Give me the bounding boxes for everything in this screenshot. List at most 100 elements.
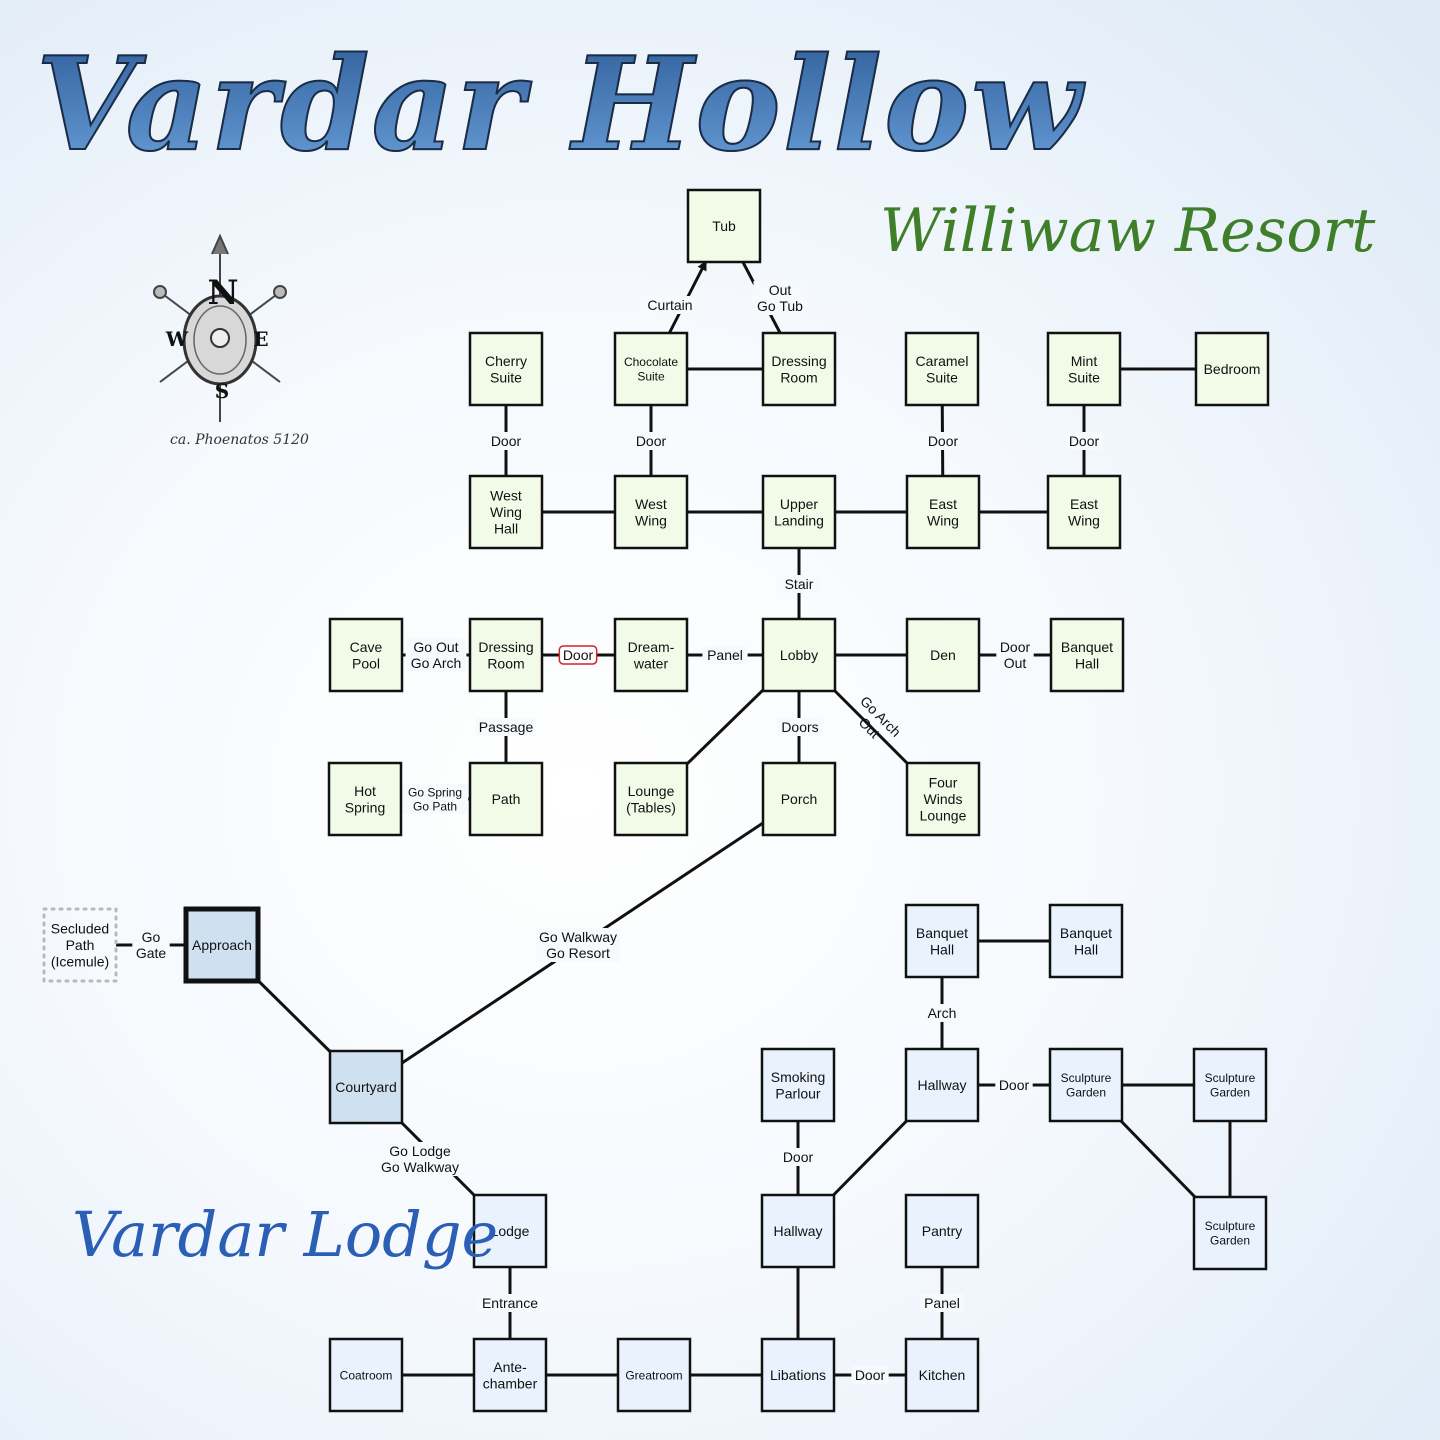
connection-label-background [405, 638, 467, 672]
connection-label-background [1065, 432, 1103, 450]
connection-label-background [777, 718, 823, 736]
room-label: (Icemule) [51, 954, 109, 970]
connection-label: Door [632, 432, 670, 450]
room-label: Coatroom [340, 1368, 393, 1382]
room-box [1048, 903, 1124, 979]
connection-label-text: Door [855, 1367, 886, 1383]
room-label: West [635, 496, 667, 512]
room-label: Kitchen [919, 1367, 966, 1383]
room-label: Greatroom [625, 1368, 682, 1382]
room-label: (Tables) [626, 799, 676, 815]
connection-label: Door [995, 1076, 1033, 1094]
connection-label: Door [924, 432, 962, 450]
room-pantry: Pantry [904, 1193, 980, 1269]
room-label: Garden [1210, 1086, 1250, 1100]
connection-label: Panel [702, 646, 748, 664]
room-label: Sculpture [1205, 1071, 1256, 1085]
room-box [472, 1193, 548, 1269]
room-label: Sculpture [1061, 1071, 1112, 1085]
room-label: Banquet [1061, 639, 1113, 655]
room-box [328, 1049, 404, 1125]
room-lodge: Lodge [472, 1193, 548, 1269]
room-label: Room [780, 369, 817, 385]
room-box [616, 1337, 692, 1413]
connection-label-text: Gate [136, 945, 167, 961]
connection-label-text: Doors [781, 719, 818, 735]
room-porch: Porch [761, 761, 837, 837]
connection-label-text: Passage [479, 719, 534, 735]
room-label: Winds [924, 791, 963, 807]
room-label: chamber [483, 1375, 538, 1391]
connection-label-text: Door [999, 1077, 1030, 1093]
room-label: Hall [494, 521, 518, 537]
connection-label-text: Entrance [482, 1295, 538, 1311]
room-lobby: Lobby [761, 617, 837, 693]
connection-label-text: Door [783, 1149, 814, 1165]
room-box [905, 761, 981, 837]
room-label: Garden [1210, 1234, 1250, 1248]
room-label: Pantry [922, 1223, 962, 1239]
room-box [686, 188, 762, 264]
rooms-layer: TubCherrySuiteChocolateSuiteDressingRoom… [42, 188, 1270, 1413]
room-label: Lounge [628, 783, 675, 799]
map-title: Vardar Hollow [35, 29, 1084, 181]
room-label: Caramel [916, 353, 969, 369]
room-box [761, 474, 837, 550]
room-bedroom: Bedroom [1194, 331, 1270, 407]
connection-label-text: Go Spring [408, 785, 462, 799]
room-box [904, 1047, 980, 1123]
connection-label-background [475, 1294, 545, 1312]
connection-label-text: Curtain [647, 297, 692, 313]
room-box [613, 474, 689, 550]
room-box [905, 474, 981, 550]
room-label: Porch [781, 791, 818, 807]
room-box [328, 617, 404, 693]
room-coatroom: Coatroom [328, 1337, 404, 1413]
connection-label-text: Go Out [413, 639, 458, 655]
room-label: East [1070, 496, 1098, 512]
room-label: Path [492, 791, 521, 807]
connection-label-text: Out [769, 282, 792, 298]
connection-label-text: Go Arch [411, 655, 462, 671]
room-label: Banquet [916, 925, 968, 941]
connection-line [685, 688, 765, 766]
room-label: Tub [712, 218, 736, 234]
room-label: Dressing [771, 353, 826, 369]
room-box [468, 617, 544, 693]
room-box [904, 331, 980, 407]
room-label: Hallway [773, 1223, 822, 1239]
compass-caption: ca. Phoenatos 5120 [170, 432, 309, 448]
room-antechamber: Ante-chamber [472, 1337, 548, 1413]
room-label: Hall [1075, 655, 1099, 671]
compass-south-letter: S [215, 379, 229, 403]
connection-label-background [535, 928, 621, 962]
room-label: Suite [637, 370, 665, 384]
connection-label-background [702, 646, 748, 664]
connection-label: Door [558, 645, 598, 665]
room-label: water [633, 655, 669, 671]
room-box [1194, 331, 1270, 407]
connection-label-background [132, 928, 170, 962]
room-box [468, 331, 544, 407]
room-label: Secluded [51, 921, 109, 937]
room-box [613, 331, 689, 407]
room-label: Wing [635, 512, 667, 528]
connection-label: Stair [776, 575, 822, 593]
room-courtyard: Courtyard [328, 1049, 404, 1125]
room-box [613, 761, 689, 837]
connection-label-text: Door [1069, 433, 1100, 449]
